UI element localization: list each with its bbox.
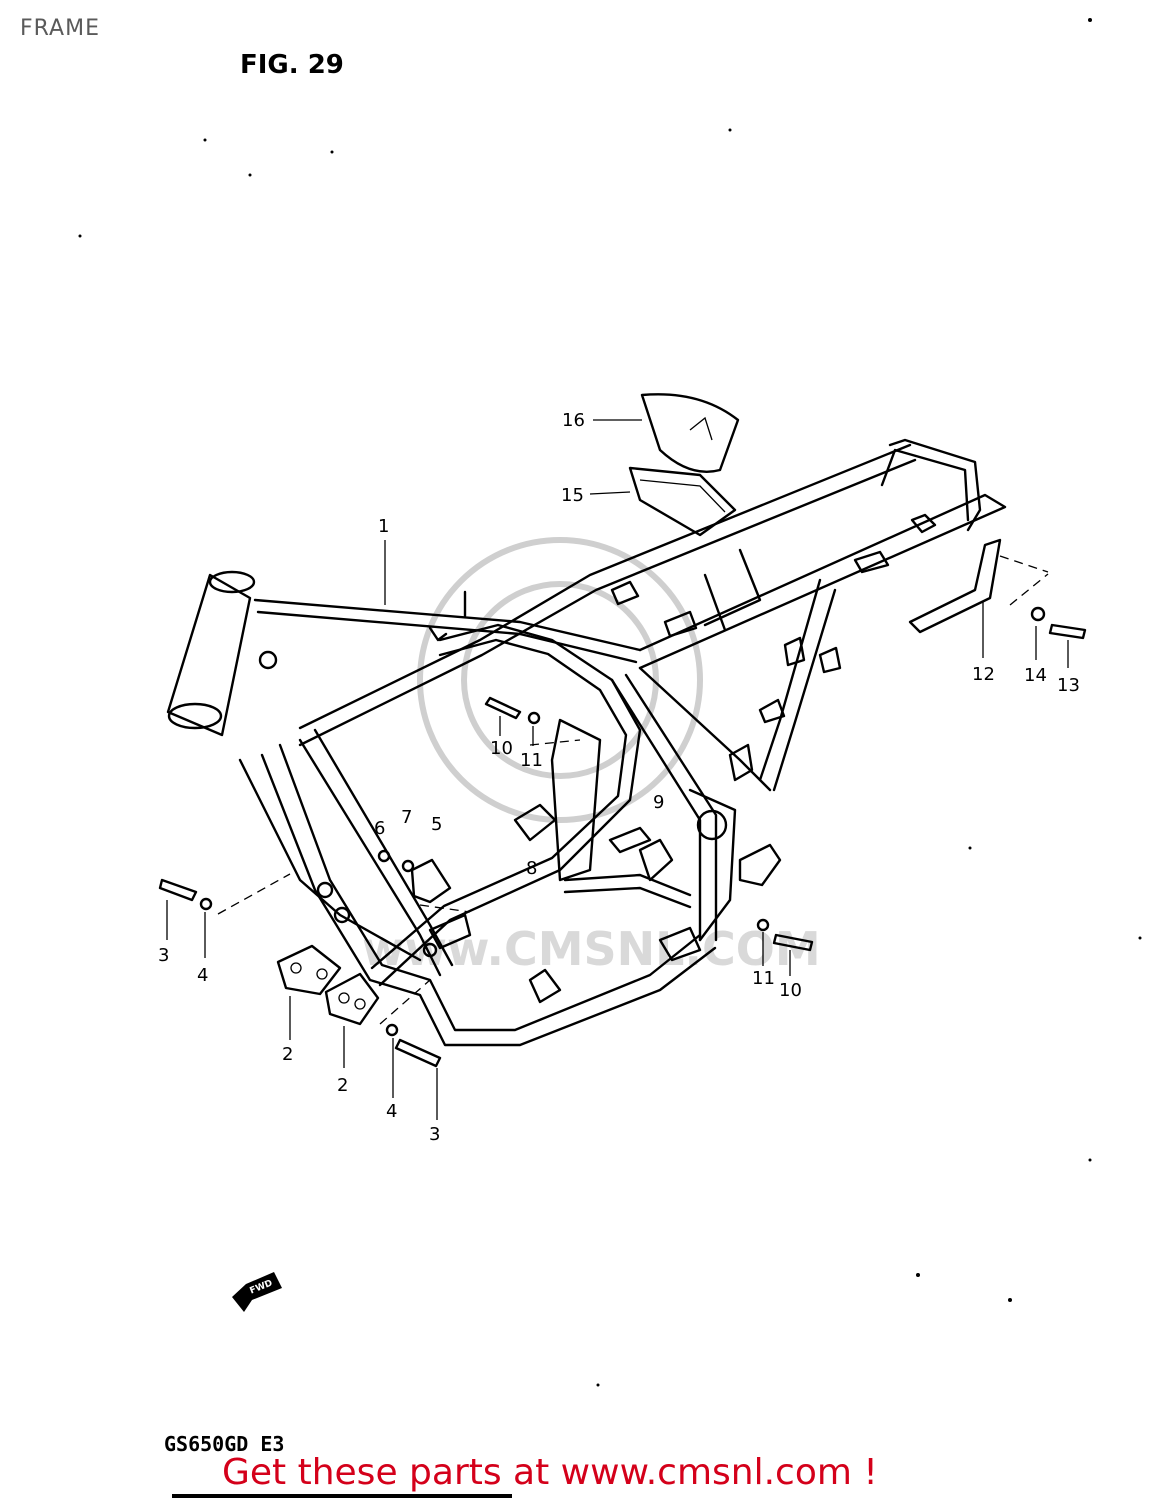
callout-10: 10: [779, 980, 802, 1001]
part-2-plate-right: [324, 972, 380, 1026]
part-2-plate-left: [276, 944, 342, 996]
scan-specks: [78, 18, 1142, 1387]
callout-16: 16: [562, 410, 585, 431]
callout-2: 2: [337, 1075, 348, 1096]
part-16-cover: [640, 393, 740, 473]
callout-15: 15: [561, 485, 584, 506]
part-5-bracket: [410, 858, 452, 904]
page-label: FRAME: [20, 16, 100, 41]
callout-14: 14: [1024, 665, 1047, 686]
callout-2: 2: [282, 1044, 293, 1065]
model-code: GS650GD E3: [164, 1432, 285, 1456]
callout-10: 10: [490, 738, 513, 759]
callout-9: 9: [653, 792, 664, 813]
callout-8: 8: [526, 858, 537, 879]
bolts: [158, 606, 1087, 1068]
callout-3: 3: [429, 1124, 440, 1145]
callout-3: 3: [158, 945, 169, 966]
callout-12: 12: [972, 664, 995, 685]
callout-11: 11: [752, 968, 775, 989]
callout-4: 4: [386, 1101, 397, 1122]
part-12-bracket: [908, 538, 1002, 634]
callout-6: 6: [374, 818, 385, 839]
get-parts-link[interactable]: Get these parts at www.cmsnl.com !: [222, 1452, 878, 1493]
callout-11: 11: [520, 750, 543, 771]
callout-13: 13: [1057, 675, 1080, 696]
callout-1: 1: [378, 516, 389, 537]
main-frame: [166, 438, 1007, 1047]
part-15-tray: [628, 466, 737, 537]
watermark: www.CMSNL.COM: [362, 537, 821, 976]
fwd-arrow-icon: FWD: [232, 1272, 282, 1312]
callout-7: 7: [401, 807, 412, 828]
callout-4: 4: [197, 965, 208, 986]
callouts: 1 2 2 3 3 4 4 5 6 7 8 9 10 10 11 11 12 1…: [158, 410, 1080, 1145]
figure-title: FIG. 29: [240, 50, 344, 80]
callout-5: 5: [431, 814, 442, 835]
footer-rule: [172, 1494, 512, 1498]
leader-lines: [166, 419, 1069, 1120]
